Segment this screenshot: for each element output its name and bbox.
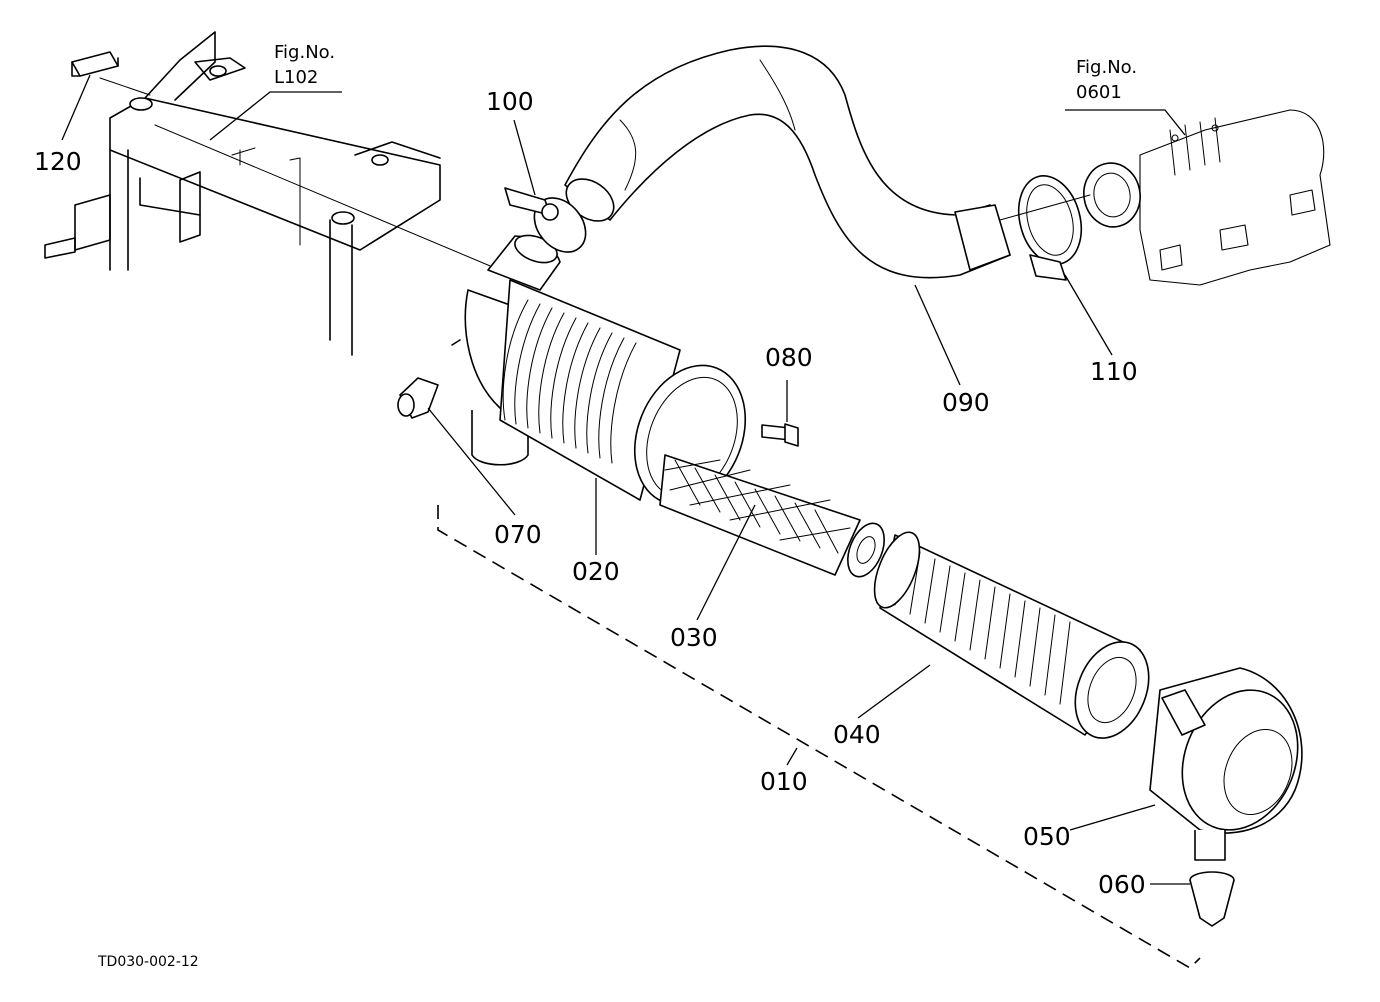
callout-050: 050 [1023, 822, 1071, 851]
callout-020: 020 [572, 557, 620, 586]
assembly-bracket-010 [437, 505, 1201, 970]
safety-element [659, 454, 885, 578]
drawing-code: TD030-002-12 [97, 954, 199, 970]
cleaner-ribs [502, 299, 637, 464]
fig-ref-number: 0601 [1076, 82, 1122, 103]
bolt-080 [761, 423, 799, 447]
fig-ref-label: Fig.No. [1076, 57, 1137, 78]
figure-reference-0601: Fig.No. 0601 [1076, 57, 1137, 103]
callout-100: 100 [486, 87, 534, 116]
main-element [873, 531, 1150, 739]
callout-120: 120 [34, 147, 82, 176]
callout-030: 030 [670, 623, 718, 652]
fig-ref-label: Fig.No. [274, 42, 335, 63]
figure-reference-l102: Fig.No. L102 [274, 42, 335, 88]
hose-clamp-100 [504, 187, 587, 253]
callout-110: 110 [1090, 357, 1138, 386]
fig-ref-number: L102 [274, 67, 318, 88]
air-cleaner-body [464, 234, 747, 506]
callout-010: 010 [760, 767, 808, 796]
intake-manifold [999, 109, 1331, 286]
vacuator-valve [1189, 871, 1235, 927]
rubber-mount-070 [397, 339, 461, 419]
callout-080: 080 [765, 343, 813, 372]
leader-lines [61, 74, 1190, 885]
callout-070: 070 [494, 520, 542, 549]
callout-090: 090 [942, 388, 990, 417]
frame-bracket [44, 31, 496, 356]
callout-060: 060 [1098, 870, 1146, 899]
hose-clamp-110 [1017, 175, 1083, 281]
intake-hose [564, 45, 1011, 279]
callout-040: 040 [833, 720, 881, 749]
cleaner-cover [1149, 667, 1303, 861]
